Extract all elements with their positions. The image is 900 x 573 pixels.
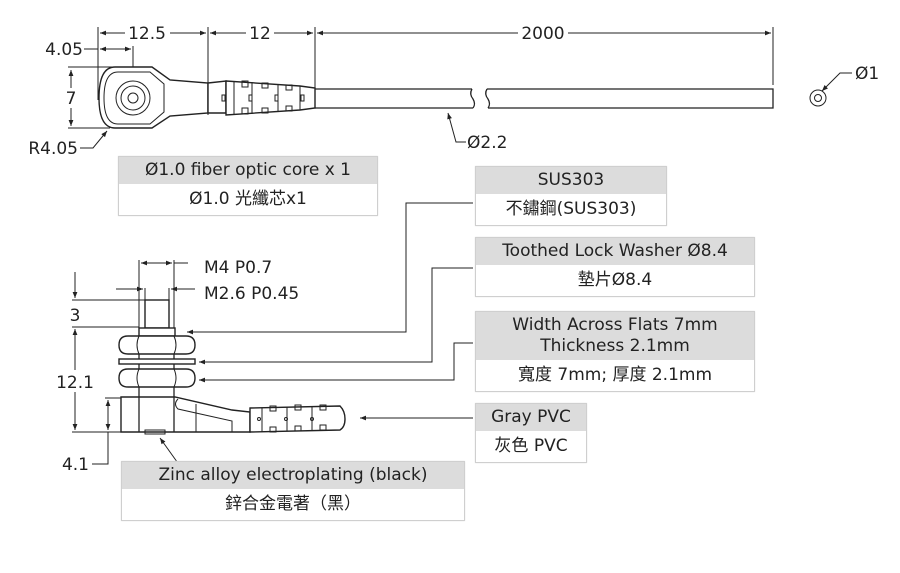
dim-12-5-label: 12.5	[128, 24, 166, 44]
strain-relief-boot-side	[249, 404, 346, 433]
callout-washer: Toothed Lock Washer Ø8.4 墊片Ø8.4	[475, 237, 755, 297]
top-view: 12.5 12 2000 4.05 7	[28, 24, 879, 159]
dimension-head-length: 12.5	[100, 24, 206, 44]
callout-housing-zh: 鋅合金電著（黑）	[122, 489, 464, 520]
dim-4-05-label: 4.05	[45, 40, 83, 60]
dimension-head-radius: R4.05	[28, 130, 108, 159]
callout-cable-jacket-en: Gray PVC	[476, 404, 586, 431]
dim-12-1-label: 12.1	[56, 373, 94, 393]
dimension-base-height: 4.1	[62, 397, 122, 475]
callout-fiber-core: Ø1.0 fiber optic core x 1 Ø1.0 光纖芯x1	[118, 156, 378, 216]
connector-head-top	[98, 66, 209, 129]
lock-washer	[118, 358, 196, 365]
callout-nut-en-line1: Width Across Flats 7mm	[512, 315, 718, 335]
callout-cable-jacket-zh: 灰色 PVC	[476, 431, 586, 462]
dim-2000-label: 2000	[521, 24, 564, 44]
callout-nut-en: Width Across Flats 7mm Thickness 2.1mm	[476, 312, 754, 360]
cable-end-view: Ø1	[809, 64, 879, 107]
dim-3-label: 3	[70, 306, 81, 326]
dimension-thread-length: 12.1	[56, 329, 122, 433]
dim-m2-6-label: M2.6 P0.45	[204, 284, 299, 304]
dimension-head-height: 7	[66, 66, 112, 129]
dimension-inner-thread: M2.6 P0.45	[116, 284, 299, 330]
callout-fiber-core-zh: Ø1.0 光纖芯x1	[119, 184, 377, 215]
dim-cable-diameter-label: Ø2.2	[467, 133, 507, 153]
callout-cable-jacket: Gray PVC 灰色 PVC	[475, 403, 587, 463]
dimension-cable-diameter: Ø2.2	[447, 112, 507, 153]
callout-fiber-core-en: Ø1.0 fiber optic core x 1	[119, 157, 377, 184]
callout-washer-en: Toothed Lock Washer Ø8.4	[476, 238, 754, 265]
side-view: M4 P0.7 M2.6 P0.45 3 12.1 4.	[56, 202, 473, 475]
callout-nut: Width Across Flats 7mm Thickness 2.1mm 寬…	[475, 311, 755, 392]
dim-core-diameter-label: Ø1	[855, 64, 879, 84]
callout-material-en: SUS303	[476, 167, 666, 194]
callout-material-zh: 不鏽鋼(SUS303)	[476, 194, 666, 225]
dimension-hole-offset: 4.05	[45, 40, 131, 60]
callout-material: SUS303 不鏽鋼(SUS303)	[475, 166, 667, 226]
hex-nut-upper	[118, 335, 196, 355]
strain-relief-boot-top	[207, 80, 316, 116]
dimension-tip-length: 3	[70, 272, 145, 328]
hex-nut-lower	[118, 368, 196, 388]
callout-nut-en-line2: Thickness 2.1mm	[540, 336, 690, 356]
callout-housing-en: Zinc alloy electroplating (black)	[122, 462, 464, 489]
fiber-cable-top	[315, 88, 774, 109]
connector-housing-side	[120, 396, 251, 435]
dim-r4-05-label: R4.05	[28, 139, 78, 159]
dim-4-1-label: 4.1	[62, 455, 89, 475]
callout-housing: Zinc alloy electroplating (black) 鋅合金電著（…	[121, 461, 465, 521]
dimension-cable-length: 2000	[317, 24, 771, 44]
dimension-outer-thread: M4 P0.7	[138, 258, 272, 330]
dim-m4-label: M4 P0.7	[204, 258, 272, 278]
dimension-boot-length: 12	[210, 24, 313, 44]
callout-nut-zh: 寬度 7mm; 厚度 2.1mm	[476, 360, 754, 391]
dim-12-label: 12	[249, 24, 271, 44]
callout-washer-zh: 墊片Ø8.4	[476, 265, 754, 296]
dim-7-label: 7	[66, 89, 77, 109]
